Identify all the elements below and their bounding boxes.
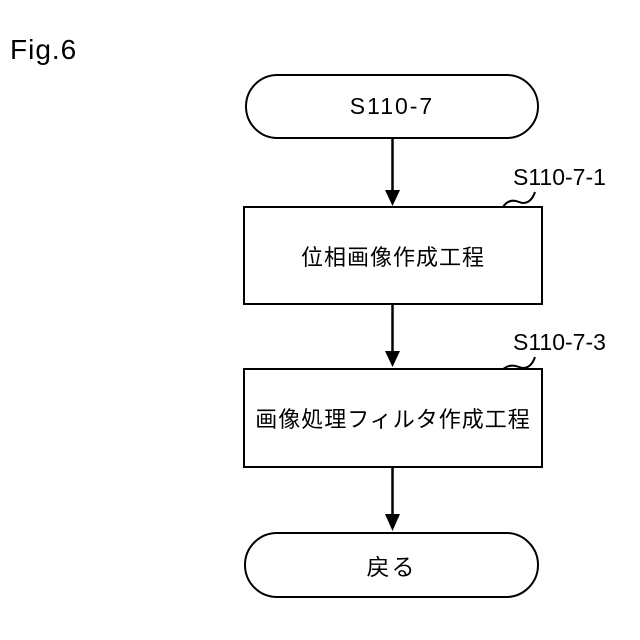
- step-ref-label: S110-7-1: [513, 164, 606, 190]
- start-node-label: S110-7: [349, 93, 435, 119]
- process-node-phase-image: 位相画像作成工程: [243, 206, 543, 305]
- process-node-label: 画像処理フィルタ作成工程: [255, 407, 531, 432]
- figure-label: Fig.6: [10, 34, 78, 65]
- end-node-label: 戻る: [366, 554, 417, 580]
- step-ref-label: S110-7-3: [513, 329, 606, 355]
- leader-line: [502, 191, 536, 208]
- down-arrow-icon: [385, 468, 400, 531]
- process-node-label: 位相画像作成工程: [300, 244, 485, 270]
- end-node: 戻る: [244, 532, 539, 598]
- down-arrow-icon: [385, 139, 400, 206]
- start-node: S110-7: [245, 74, 539, 139]
- process-node-image-filter: 画像処理フィルタ作成工程: [243, 368, 543, 468]
- down-arrow-icon: [385, 305, 400, 367]
